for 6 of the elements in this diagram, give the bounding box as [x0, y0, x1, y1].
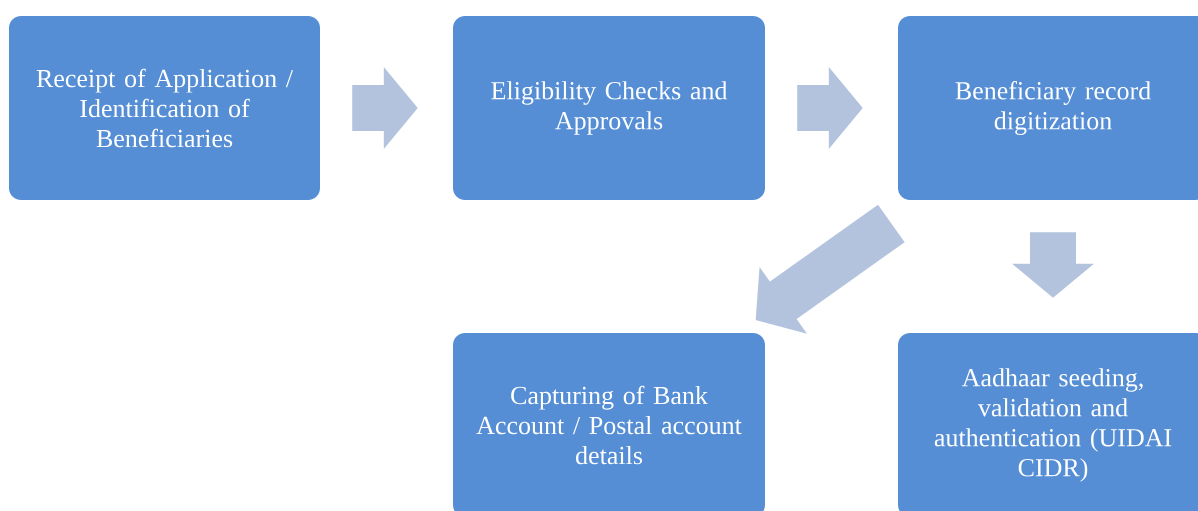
process-box: Aadhaar seeding, validation and authentication (UIDAI CIDR) — [898, 333, 1198, 511]
process-box: Capturing of Bank Account / Postal account details — [453, 333, 765, 511]
process-box: Receipt of Application / Identification of Beneficiaries — [9, 16, 320, 200]
block-arrow — [755, 204, 905, 334]
process-box: Beneficiary record digitization — [898, 16, 1198, 200]
process-box: Eligibility Checks and Approvals — [453, 16, 765, 200]
